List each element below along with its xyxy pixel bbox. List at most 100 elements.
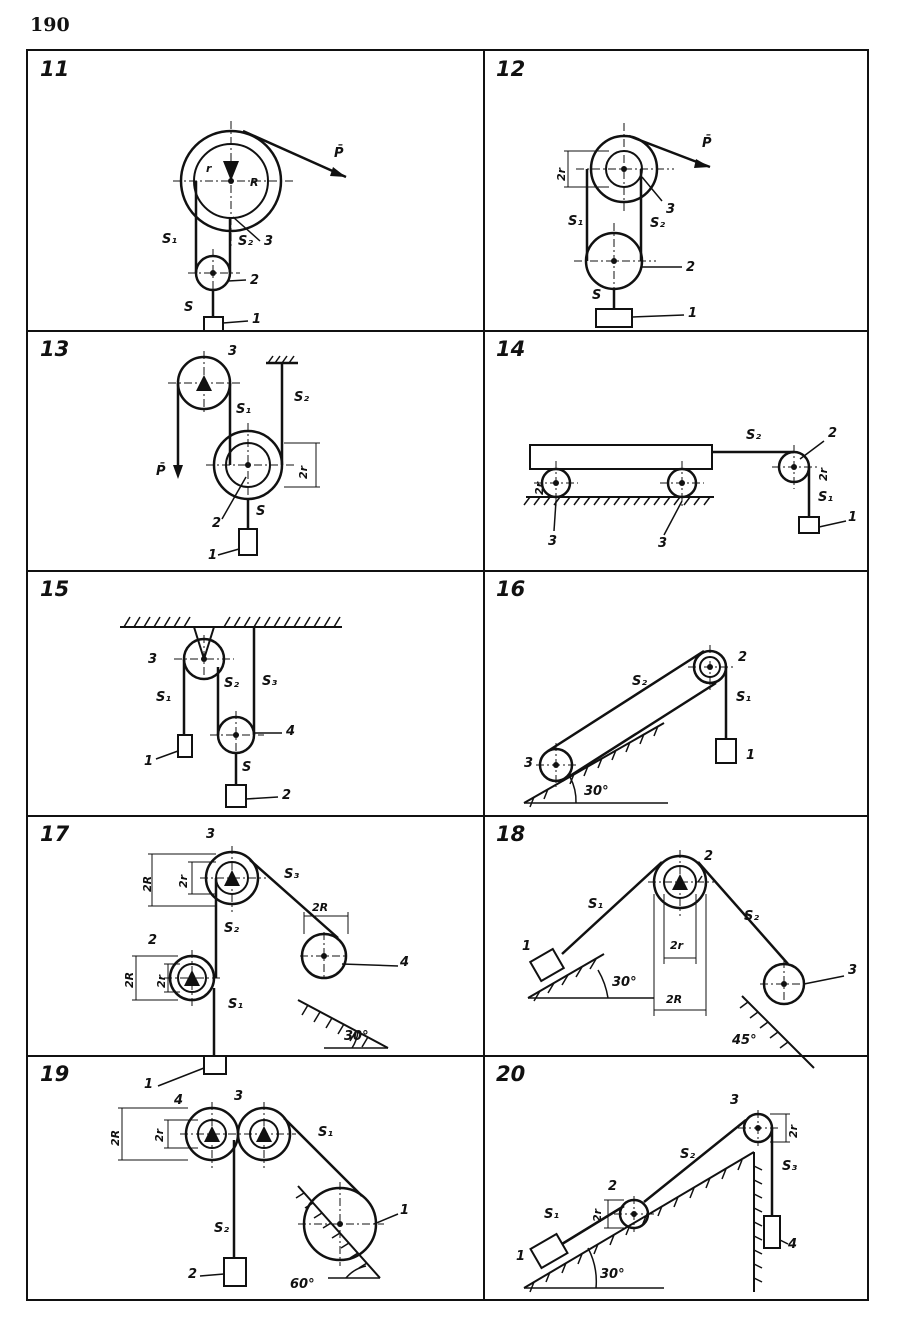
label-1: 1 (400, 1203, 410, 1218)
label-force: P̄ (156, 464, 166, 479)
label-s1: S₁ (736, 690, 752, 705)
label-s1: S₁ (588, 897, 604, 912)
label-2: 2 (212, 516, 222, 531)
label-angle: 60° (290, 1277, 315, 1292)
label-d2: 2r (177, 874, 190, 888)
problem-12-cell: 12 (484, 51, 871, 331)
label-s3: S₃ (262, 674, 278, 689)
label-1: 1 (522, 939, 532, 954)
problem-number: 13 (40, 337, 70, 361)
label-s2: S₂ (294, 390, 310, 405)
angle-arc (351, 1031, 359, 1049)
label-s1: S₁ (568, 214, 584, 229)
label-2: 2 (704, 849, 714, 864)
problem-grid: 11 (26, 49, 869, 1301)
label-d2: 2r (153, 1128, 166, 1142)
label-s1: S₁ (318, 1125, 334, 1140)
grid-divider (28, 570, 867, 572)
label-s2: S₂ (744, 909, 760, 924)
label-1: 1 (848, 510, 858, 525)
grid-divider-vertical (483, 51, 485, 1299)
label-force: P̄ (702, 136, 712, 151)
label-angle: 30° (600, 1267, 625, 1282)
problem-number: 18 (496, 822, 526, 846)
label-dim: 2r (555, 167, 568, 181)
label-s2: S₂ (650, 216, 666, 231)
problem-11-diagram (173, 121, 347, 332)
pulley-2-inner (177, 963, 207, 993)
label-s1: S₁ (228, 997, 244, 1012)
rope-s2 (697, 861, 789, 965)
load-1 (798, 516, 820, 534)
label-s2: S₂ (746, 428, 762, 443)
problem-20-diagram (523, 1110, 790, 1293)
label-3: 3 (206, 827, 216, 842)
problem-18-diagram (527, 850, 845, 1069)
load-4 (763, 1215, 781, 1249)
label-s2: S₂ (632, 674, 648, 689)
label-angle1: 30° (612, 975, 637, 990)
problem-number: 15 (40, 577, 70, 601)
load-1 (529, 1232, 569, 1270)
rope-s3 (249, 859, 339, 939)
problem-19-diagram (118, 1102, 399, 1287)
label-d1: 2R (141, 875, 154, 892)
label-s3: S₃ (284, 867, 300, 882)
label-s1: S₁ (156, 690, 172, 705)
problem-16-diagram (523, 645, 737, 808)
label-d2: 2R (666, 993, 683, 1006)
label-r: r (206, 162, 212, 175)
label-d1: 2r (670, 939, 684, 952)
problem-number: 11 (40, 57, 70, 81)
support-triangle (223, 161, 239, 181)
label-2: 2 (608, 1179, 618, 1194)
label-2: 2 (686, 260, 696, 275)
problem-13-cell: 13 (28, 331, 484, 571)
label-angle2: 45° (732, 1033, 757, 1048)
label-s: S (242, 760, 252, 775)
label-s1: S₁ (236, 402, 252, 417)
problem-19-cell: 19 (28, 1056, 484, 1303)
rope-s1 (561, 861, 663, 955)
label-s3: S₃ (782, 1159, 798, 1174)
label-s1: S₁ (818, 490, 834, 505)
label-1: 1 (208, 548, 218, 563)
problem-16-cell: 16 (484, 571, 871, 816)
label-R: R (250, 176, 259, 189)
label-s: S (256, 504, 266, 519)
label-1: 1 (688, 306, 698, 321)
load-1 (238, 528, 258, 556)
label-3: 3 (666, 202, 676, 217)
label-2: 2 (188, 1267, 198, 1282)
label-4: 4 (788, 1237, 798, 1252)
incline (523, 1151, 755, 1289)
label-dim: 2r (297, 465, 310, 479)
angle-arc (587, 1247, 598, 1289)
label-1: 1 (144, 1077, 154, 1092)
label-1: 1 (746, 748, 756, 763)
label-3: 3 (524, 756, 534, 771)
label-2: 2 (250, 273, 260, 288)
label-3: 3 (848, 963, 858, 978)
label-angle: 30° (344, 1029, 369, 1044)
angle-arc (345, 1265, 367, 1279)
label-3: 3 (148, 652, 158, 667)
force-arrow (330, 167, 346, 177)
rope-s1 (561, 1204, 625, 1246)
problem-17-diagram (132, 846, 399, 1087)
label-d1: 2r (787, 1124, 800, 1138)
label-dim: 2r (533, 481, 546, 495)
problem-number: 20 (496, 1062, 526, 1086)
label-2: 2 (148, 933, 158, 948)
label-3a: 3 (548, 534, 558, 549)
label-3: 3 (730, 1093, 740, 1108)
label-3: 3 (264, 234, 274, 249)
label-d2: 2r (591, 1208, 604, 1222)
rope-s1 (283, 1117, 363, 1197)
label-2: 2 (738, 650, 748, 665)
label-d4: 2R (123, 971, 136, 988)
label-s1: S₁ (544, 1207, 560, 1222)
label-force: P̄ (334, 146, 344, 161)
label-angle: 30° (584, 784, 609, 799)
label-d1: 2R (109, 1129, 122, 1146)
